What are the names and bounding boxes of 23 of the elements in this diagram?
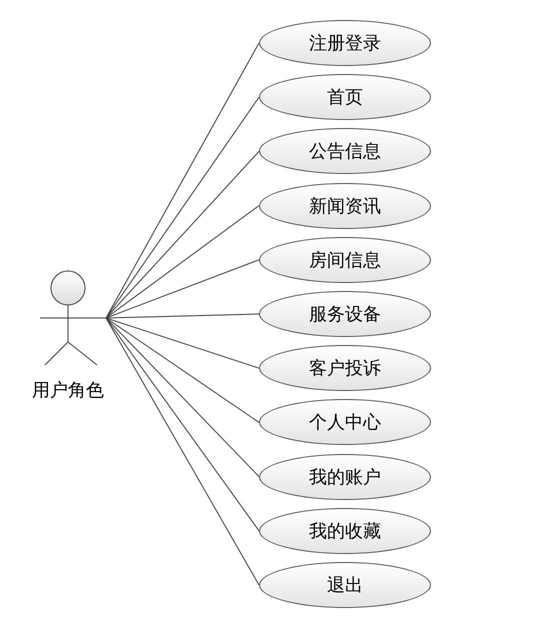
association-line bbox=[106, 150, 260, 318]
use-case-label: 房间信息 bbox=[309, 248, 381, 272]
association-line bbox=[106, 318, 260, 532]
association-line bbox=[106, 318, 260, 586]
association-line bbox=[106, 96, 260, 318]
actor-label: 用户角色 bbox=[31, 379, 105, 402]
association-line bbox=[106, 318, 260, 478]
association-line bbox=[106, 318, 260, 423]
association-line bbox=[106, 205, 260, 318]
use-case-label: 退出 bbox=[327, 574, 363, 597]
use-case-label: 首页 bbox=[327, 86, 363, 110]
use-case-label: 新闻资讯 bbox=[309, 194, 381, 218]
association-line bbox=[106, 259, 260, 318]
association-line bbox=[106, 42, 260, 318]
use-case-label: 公告信息 bbox=[309, 140, 381, 164]
association-line bbox=[106, 318, 260, 369]
use-case-label: 个人中心 bbox=[309, 411, 381, 434]
use-case-label: 我的收藏 bbox=[309, 520, 381, 543]
association-line bbox=[106, 314, 260, 318]
use-case-label: 注册登录 bbox=[309, 32, 381, 55]
use-case-label: 客户投诉 bbox=[309, 357, 381, 380]
use-case-label: 服务设备 bbox=[309, 303, 381, 326]
use-case-label: 我的账户 bbox=[309, 466, 381, 489]
